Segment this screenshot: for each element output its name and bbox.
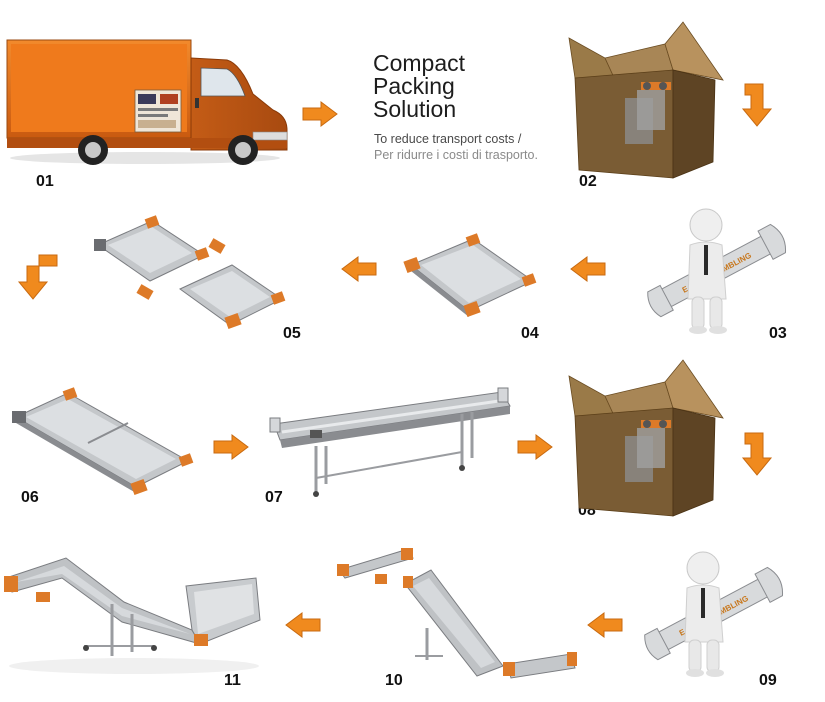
step-label-02: 02	[579, 173, 597, 190]
arrow-down-turn-icon	[17, 254, 58, 300]
incline-conveyor-assembled-step-11	[4, 557, 261, 674]
incline-conveyor-parts-step-10	[337, 548, 577, 679]
conveyor-on-stand-step-07	[269, 387, 511, 497]
step-label-03: 03	[769, 325, 787, 342]
conveyor-modules-step-05	[94, 215, 286, 330]
title-line-1: Compact	[373, 50, 466, 76]
title-line-3: Solution	[373, 96, 457, 122]
person-with-wrench-step-09: EASY ASSEMBLING	[644, 551, 783, 677]
diagram-title: Compact Packing Solution	[373, 52, 593, 121]
cardboard-box-step-08	[568, 359, 724, 517]
arrow-right-icon	[517, 434, 553, 460]
arrow-left-icon	[587, 612, 623, 638]
conveyor-module-step-04	[403, 233, 537, 318]
step-label-09: 09	[759, 672, 777, 689]
cardboard-box-step-02	[568, 21, 724, 179]
arrow-down-turn-icon	[741, 432, 773, 476]
subtitle-english: To reduce transport costs /	[374, 132, 522, 146]
arrow-right-icon	[213, 434, 249, 460]
step-label-07: 07	[265, 489, 283, 506]
subtitle-italian: Per ridurre i costi di trasporto.	[374, 148, 538, 162]
step-label-05: 05	[283, 325, 301, 342]
step-label-11: 11	[224, 672, 241, 689]
step-label-01: 01	[36, 173, 54, 190]
step-label-04: 04	[521, 325, 539, 342]
arrow-left-icon	[341, 256, 377, 282]
arrow-right-icon	[302, 101, 338, 127]
arrow-down-turn-icon	[741, 83, 773, 127]
person-with-wrench-step-03: EASY ASSEMBLING	[647, 208, 786, 334]
title-line-2: Packing	[373, 73, 455, 99]
arrow-left-icon	[570, 256, 606, 282]
step-label-06: 06	[21, 489, 39, 506]
van-illustration	[6, 39, 288, 165]
step-label-10: 10	[385, 672, 403, 689]
arrow-left-icon	[285, 612, 321, 638]
conveyor-modules-step-06	[12, 387, 194, 496]
